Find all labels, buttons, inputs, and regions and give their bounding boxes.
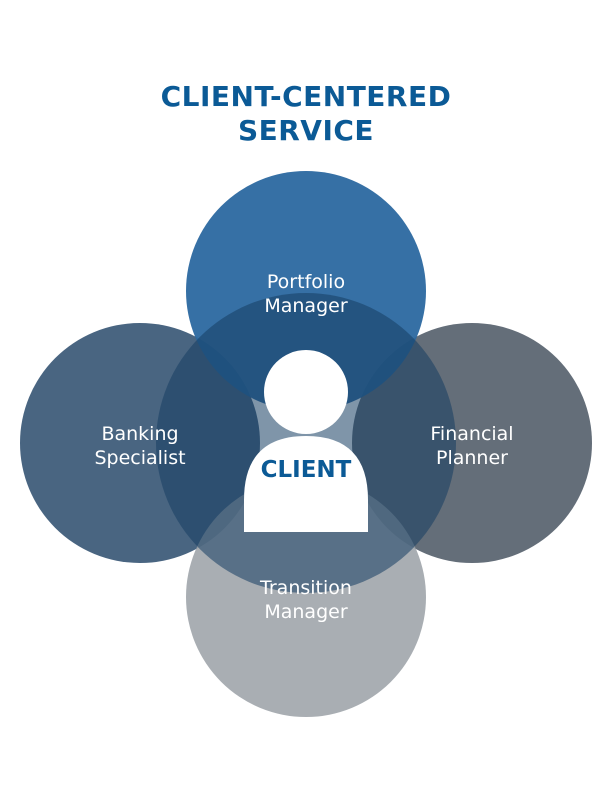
label-portfolio-line-1: Portfolio <box>267 271 345 293</box>
label-financial-line-2: Planner <box>436 447 508 469</box>
label-banking-line-1: Banking <box>101 423 178 445</box>
label-portfolio-line-2: Manager <box>264 295 347 317</box>
diagram-title-line-2: SERVICE <box>237 114 375 147</box>
label-banking-line-2: Specialist <box>94 447 185 469</box>
label-client: CLIENT <box>261 457 352 483</box>
person-icon <box>244 350 368 532</box>
diagram-title-line-1: CLIENT-CENTERED <box>160 80 452 113</box>
label-financial-line-1: Financial <box>430 423 513 445</box>
label-transition-line-1: Transition <box>259 577 352 599</box>
label-transition-line-2: Manager <box>264 601 347 623</box>
